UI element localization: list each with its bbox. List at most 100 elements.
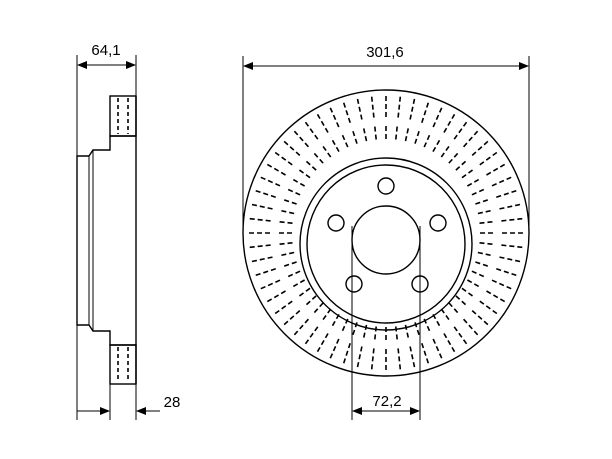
vent-slot (421, 101, 430, 123)
vent-slot (296, 287, 311, 299)
vent-slot (278, 209, 295, 215)
vent-slot (471, 310, 490, 326)
vent-slot (320, 308, 332, 323)
side-view: 64,1 28 (76, 42, 181, 420)
vent-slot (496, 189, 518, 198)
vent-slot (370, 95, 375, 118)
vent-slot (329, 338, 340, 360)
vent-slot (448, 302, 461, 316)
vent-slot (471, 140, 490, 156)
vent-slot (491, 176, 513, 187)
vent-slot (397, 348, 402, 371)
vent-slot (296, 167, 311, 179)
vent-slot (448, 150, 461, 164)
vent-slot (499, 203, 522, 210)
front-view: 301,6 72,2 (242, 44, 530, 420)
vent-slot (351, 128, 358, 144)
vent-slot (329, 106, 340, 128)
vent-slot (477, 209, 494, 215)
vent-slot (486, 290, 506, 303)
disc-outer-edge (242, 89, 530, 377)
vent-slot (496, 268, 518, 277)
friction-ring-lower (109, 344, 137, 385)
vent-slot (276, 220, 293, 224)
dimension-label-thickness: 28 (164, 394, 181, 411)
vent-slot (501, 244, 524, 249)
vent-slot (342, 101, 351, 123)
vent-slot (453, 120, 468, 140)
vent-slot (421, 343, 430, 365)
vent-slot (432, 137, 442, 152)
vent-slot (491, 279, 513, 290)
hat-outer-edge (299, 157, 473, 331)
bolt-hole-top (377, 177, 395, 195)
vent-slot (340, 132, 349, 148)
vent-slot (362, 125, 368, 142)
vent-slot (273, 300, 293, 315)
vent-slot (276, 242, 293, 246)
vent-slot (455, 158, 469, 171)
vent-slot (340, 318, 349, 334)
vent-slot (356, 346, 363, 369)
vent-slot (440, 308, 452, 323)
vent-slot (254, 189, 276, 198)
vent-slot (461, 167, 476, 179)
vent-slot (311, 302, 324, 316)
vent-slot (486, 163, 506, 176)
vent-slot (281, 261, 297, 268)
vent-slot (432, 314, 442, 329)
vent-slot (499, 256, 522, 263)
vent-slot (463, 129, 479, 148)
vent-slot (461, 287, 476, 299)
vent-slot (293, 129, 309, 148)
vent-slot (282, 310, 301, 326)
vent-slot (432, 106, 443, 128)
dimension-label-height: 64,1 (91, 42, 120, 59)
vent-slot (342, 343, 351, 365)
vent-slot (304, 120, 319, 140)
vent-slot (273, 151, 293, 166)
vent-slot (370, 348, 375, 371)
vent-slot (330, 314, 340, 329)
vent-slot (409, 97, 416, 120)
vent-slot (395, 123, 399, 140)
vent-slot (304, 326, 319, 346)
vent-slot (423, 132, 432, 148)
vent-slot (250, 256, 273, 263)
vent-slot (290, 177, 305, 187)
vent-slot (285, 187, 301, 196)
vent-slot (303, 158, 317, 171)
bolt-hole-lower-left (345, 275, 363, 293)
vent-slot (453, 326, 468, 346)
vent-slot (432, 338, 443, 360)
vent-slot (356, 97, 363, 120)
vent-slot (467, 177, 482, 187)
vent-slot (479, 151, 499, 166)
vent-slot (303, 295, 317, 308)
vent-slot (479, 220, 496, 224)
dimension-label-bore: 72,2 (372, 393, 401, 410)
vent-slot (479, 242, 496, 246)
vent-slot (409, 346, 416, 369)
vent-slot (248, 244, 271, 249)
vent-slot (414, 128, 421, 144)
vent-slot (501, 217, 524, 222)
dimension-label-diameter: 301,6 (366, 44, 404, 61)
vent-slot (311, 150, 324, 164)
hat-inner-edge (306, 164, 466, 324)
vent-slot (316, 113, 329, 133)
vent-slot (471, 270, 487, 279)
friction-ring-upper (109, 95, 137, 137)
vent-slot (475, 198, 491, 205)
vent-slot (440, 143, 452, 158)
vent-slot (463, 318, 479, 337)
vent-slot (285, 270, 301, 279)
vent-slot (282, 140, 301, 156)
vent-slot (477, 251, 494, 257)
vent-slot (248, 217, 271, 222)
vent-slot (278, 251, 295, 257)
vent-slot (250, 203, 273, 210)
vent-slot (320, 143, 332, 158)
vent-slot (254, 268, 276, 277)
